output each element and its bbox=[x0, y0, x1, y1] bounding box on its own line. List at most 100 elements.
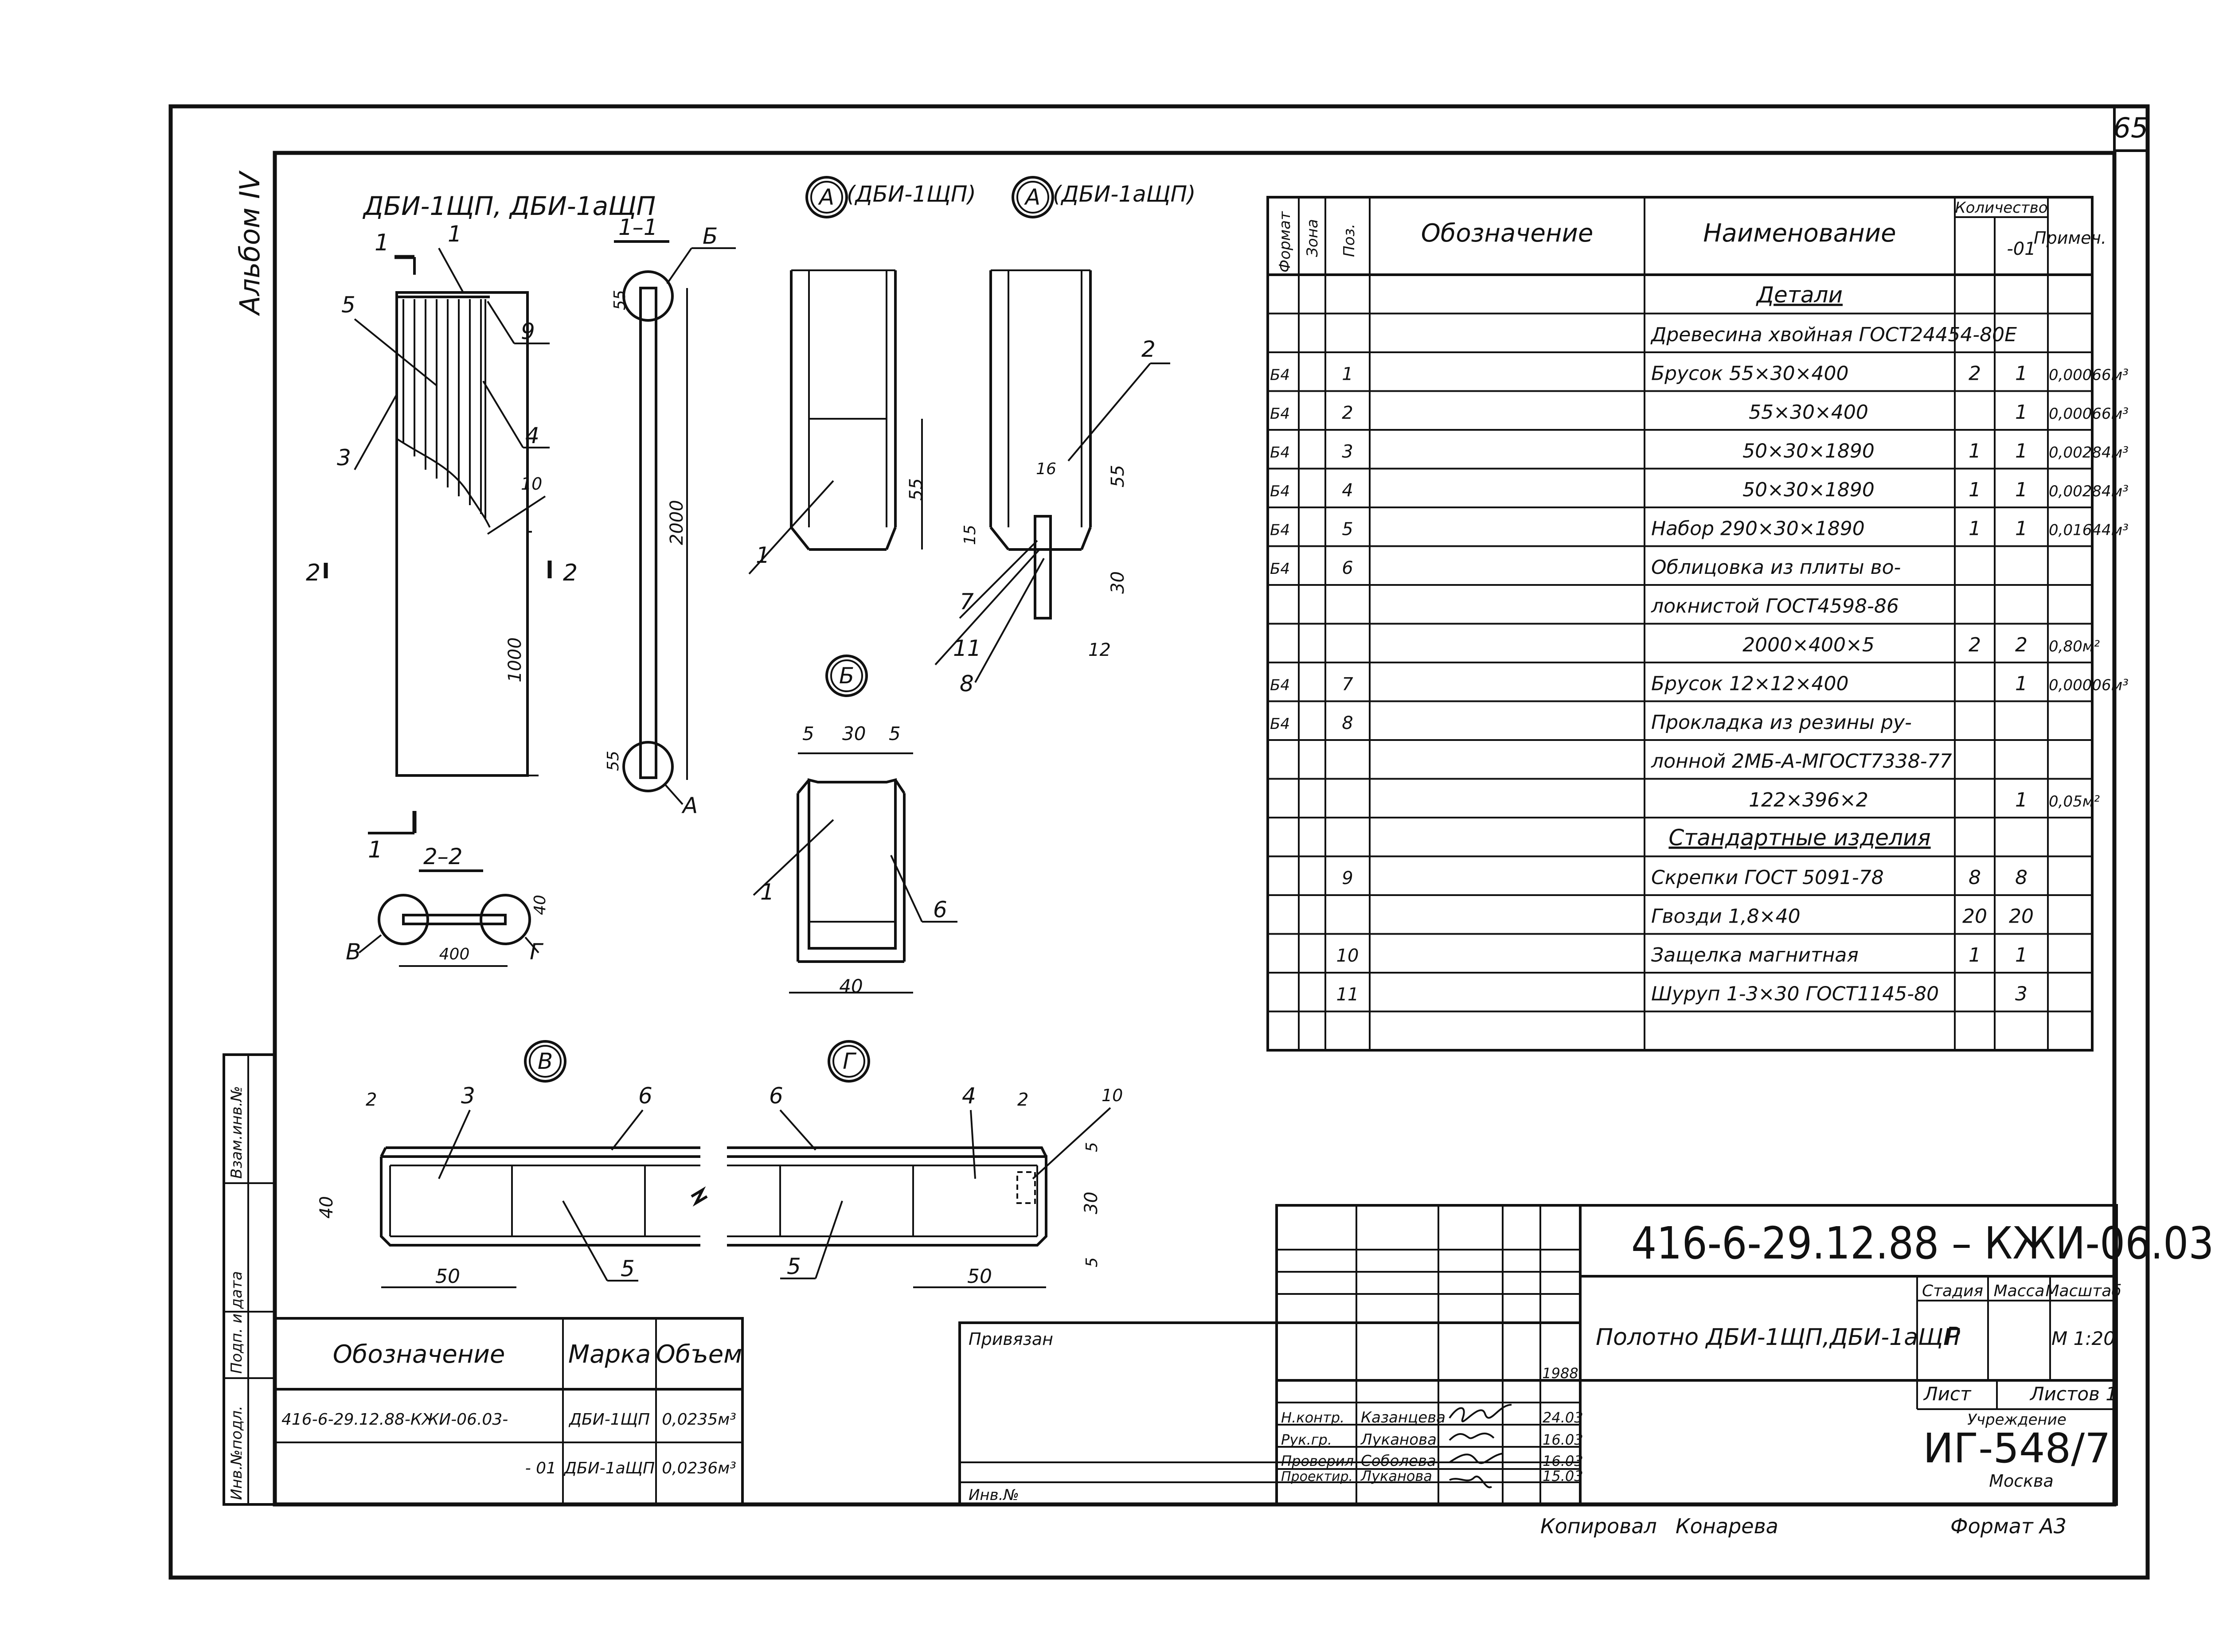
outer-frame bbox=[168, 104, 2150, 1580]
spec-cell-note: 0,00066м³ bbox=[2049, 405, 2129, 423]
pos-8-a2: 8 bbox=[960, 671, 974, 697]
spec-cell-format: Б4 bbox=[1270, 444, 1290, 462]
spec-cell-note: 0,01644м³ bbox=[2049, 522, 2129, 539]
scale-value: М 1:20 bbox=[2051, 1328, 2115, 1349]
spec-cell-pos: 1 bbox=[1342, 364, 1353, 385]
sig-role-4: Проектир. bbox=[1281, 1469, 1353, 1484]
marks-row-2-designation: - 01 bbox=[525, 1459, 556, 1477]
section-1-1: 1–1 Б А 2000 55 55 bbox=[604, 214, 736, 818]
detail-a2-caption: (ДБИ-1аЩП) bbox=[1053, 181, 1196, 207]
spec-cell-qty: 2 bbox=[1969, 362, 1981, 385]
spec-table: Формат Зона Поз. Обозначение Наименовани… bbox=[1266, 196, 2129, 1052]
spec-cell-qty-01: 8 bbox=[2015, 866, 2027, 889]
pos-4-label: 4 bbox=[525, 423, 539, 448]
callout-circle-b-top bbox=[622, 270, 674, 322]
spec-cell-qty-01: 1 bbox=[2015, 789, 2027, 811]
dim-50-v: 50 bbox=[435, 1265, 460, 1288]
callout-v-label: В bbox=[346, 939, 361, 965]
sig-name-1: Казанцева bbox=[1361, 1409, 1445, 1426]
pos-10-label: 10 bbox=[521, 474, 542, 494]
spec-cell-qty-01: 1 bbox=[2015, 401, 2027, 424]
spec-cell-name: Шуруп 1-3×30 ГОСТ1145-80 bbox=[1651, 983, 1939, 1005]
callout-g-label: Г bbox=[530, 939, 544, 965]
cut-2-left: 2 bbox=[306, 560, 320, 586]
spec-header-pos: Поз. bbox=[1340, 224, 1358, 257]
dim-2000: 2000 bbox=[667, 500, 687, 545]
spec-cell-qty-01: 1 bbox=[2015, 944, 2027, 966]
dim-12-a2: 12 bbox=[1088, 640, 1111, 660]
callout-a-bottom: А bbox=[681, 793, 698, 818]
dim-55-top: 55 bbox=[611, 290, 629, 310]
marks-row-2-mark: ДБИ-1аЩП bbox=[563, 1459, 655, 1477]
dim-55-a1: 55 bbox=[906, 478, 926, 501]
pos-5-g: 5 bbox=[787, 1254, 801, 1279]
detail-a1-letter: А bbox=[818, 184, 834, 210]
spec-cell-format: Б4 bbox=[1270, 560, 1290, 578]
pos-5-label: 5 bbox=[341, 292, 355, 318]
dim-40-22: 40 bbox=[531, 895, 549, 915]
doc-name: Полотно ДБИ-1ЩП,ДБИ-1аЩП bbox=[1596, 1324, 1961, 1351]
spec-cell-qty: 1 bbox=[1969, 518, 1981, 540]
spec-header-qty-01: -01 bbox=[2007, 239, 2035, 259]
marks-header-designation: Обозначение bbox=[333, 1340, 505, 1369]
spec-cell-qty: 8 bbox=[1969, 866, 1981, 889]
sig-role-3: Проверил bbox=[1281, 1453, 1354, 1469]
spec-cell-note: 0,05м² bbox=[2049, 793, 2100, 810]
dim-2-g: 2 bbox=[1017, 1090, 1028, 1110]
spec-cell-pos: 6 bbox=[1342, 558, 1353, 578]
sig-date-4: 15.03 bbox=[1543, 1468, 1583, 1484]
dim-55-a2: 55 bbox=[1108, 465, 1128, 487]
dim-30-g: 30 bbox=[1081, 1192, 1102, 1214]
sheet-number-box bbox=[2113, 105, 2149, 152]
spec-cell-pos: 11 bbox=[1336, 985, 1359, 1005]
spec-cell-name: Прокладка из резины ру- bbox=[1651, 711, 1912, 734]
pos-9-label: 9 bbox=[521, 319, 535, 344]
detail-v: В 2 3 6 5 40 50 bbox=[316, 1040, 708, 1288]
spec-cell-name: 55×30×400 bbox=[1749, 401, 1868, 424]
sig-date-1: 24.03 bbox=[1543, 1409, 1583, 1426]
callout-circle-a-bottom bbox=[622, 741, 674, 792]
spec-cell-note: 0,00006м³ bbox=[2049, 677, 2129, 694]
marks-header-volume: Объем bbox=[656, 1340, 742, 1369]
spec-cell-pos: 3 bbox=[1342, 442, 1353, 462]
section-11-label: 1–1 bbox=[618, 214, 658, 240]
spec-cell-qty-01: 2 bbox=[2015, 634, 2027, 656]
sig-role-1: Н.контр. bbox=[1281, 1409, 1344, 1426]
spec-header-designation: Обозначение bbox=[1421, 219, 1594, 248]
spec-cell-name: Брусок 12×12×400 bbox=[1651, 673, 1849, 695]
sig-date-2: 16.03 bbox=[1543, 1431, 1583, 1448]
spec-cell-pos: 5 bbox=[1342, 519, 1353, 540]
dim-5-right: 5 bbox=[889, 723, 901, 744]
title-block: Привязан Инв.№ 416-6-29.12.88 – КЖИ-06.0… bbox=[958, 1204, 2214, 1538]
detail-a1: А (ДБИ-1ЩП) 55 1 bbox=[748, 176, 976, 575]
year: 1988 bbox=[1542, 1365, 1578, 1382]
copier-name: Конарева bbox=[1676, 1514, 1778, 1538]
stage-value: Р bbox=[1945, 1322, 1960, 1351]
cut-2-right: 2 bbox=[563, 560, 578, 586]
spec-cell-pos: 9 bbox=[1342, 868, 1353, 888]
spec-cell-format: Б4 bbox=[1270, 522, 1290, 539]
dim-30-b: 30 bbox=[842, 723, 866, 744]
main-title: ДБИ-1ЩП, ДБИ-1аЩП bbox=[362, 191, 656, 221]
stave-hatching bbox=[402, 299, 486, 518]
spec-header-qty: Количество bbox=[1955, 199, 2047, 217]
dim-40-v: 40 bbox=[316, 1196, 337, 1219]
pos-2-a2: 2 bbox=[1141, 336, 1156, 362]
scale-header: Масштаб bbox=[2045, 1282, 2121, 1300]
spec-cell-qty-01: 1 bbox=[2015, 673, 2027, 695]
spec-cell-name: лонной 2МБ-А-МГОСТ7338-77 bbox=[1651, 750, 1952, 773]
detail-b-letter: Б bbox=[839, 663, 854, 689]
album-label: Альбом IV bbox=[234, 170, 266, 316]
signature-scribbles bbox=[1449, 1404, 1512, 1488]
sheets-label: Листов 1 bbox=[2029, 1383, 2117, 1405]
organization-label: Учреждение bbox=[1967, 1411, 2067, 1429]
spec-header-format: Формат bbox=[1276, 211, 1294, 273]
spec-cell-name: 2000×400×5 bbox=[1742, 634, 1875, 656]
marks-header-mark: Марка bbox=[568, 1340, 651, 1369]
spec-cell-name: Стандартные изделия bbox=[1668, 825, 1930, 851]
dim-5-left: 5 bbox=[802, 723, 814, 744]
spec-cell-name: Набор 290×30×1890 bbox=[1651, 518, 1865, 540]
dim-16-a2: 16 bbox=[1036, 460, 1056, 478]
spec-cell-pos: 8 bbox=[1342, 713, 1353, 733]
